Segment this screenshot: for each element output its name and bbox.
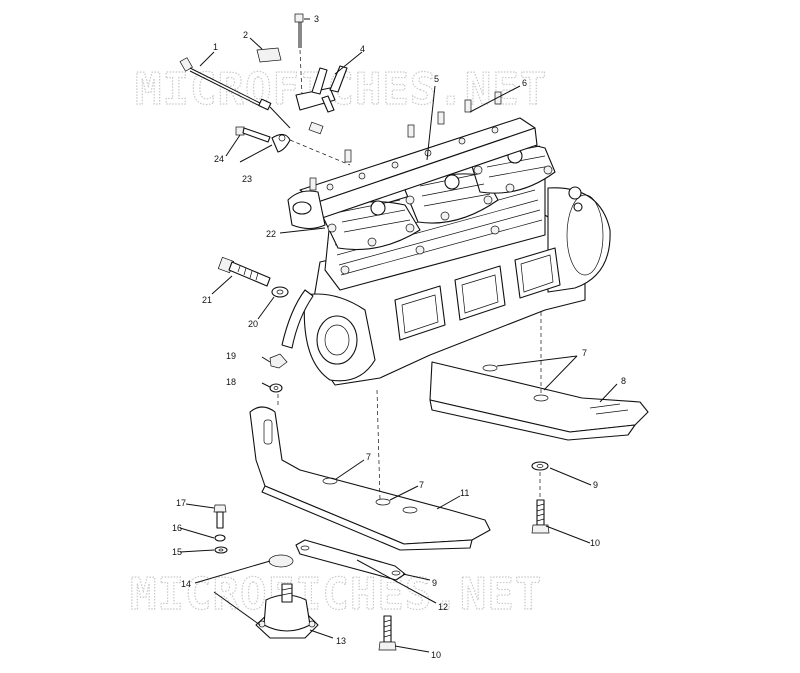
callout-7-left: 7	[366, 452, 371, 462]
callout-14: 14	[181, 579, 191, 589]
bolt-part	[235, 126, 271, 143]
flat-washer	[214, 546, 228, 554]
shim-part	[268, 554, 294, 568]
decal-part	[256, 47, 282, 63]
callout-labels: 1 2 3 4 5 6 7 8 9 10 7 7 11 24 23 22 21 …	[172, 14, 626, 660]
washer-part	[271, 286, 289, 298]
callout-7-center: 7	[419, 480, 424, 490]
small-washer	[269, 383, 283, 393]
mount-bolt-right	[531, 499, 550, 534]
long-screw	[294, 13, 304, 96]
callout-13: 13	[336, 636, 346, 646]
callout-3: 3	[314, 14, 319, 24]
screw-part	[213, 504, 227, 529]
callout-24: 24	[214, 154, 224, 164]
callout-17: 17	[176, 498, 186, 508]
rubber-mount	[255, 583, 319, 639]
callout-9-bottom: 9	[432, 578, 437, 588]
callout-6: 6	[522, 78, 527, 88]
callout-15: 15	[172, 547, 182, 557]
leader-lines	[179, 18, 618, 653]
callout-1: 1	[213, 42, 218, 52]
callout-21: 21	[202, 295, 212, 305]
cable-clip	[271, 121, 351, 166]
watermark-bottom: MICROFICHES.NET	[130, 569, 542, 620]
left-engine-mount	[249, 406, 491, 551]
nut-part	[269, 353, 288, 369]
callout-22: 22	[266, 229, 276, 239]
callout-10-bottom: 10	[431, 650, 441, 660]
cable-bracket	[295, 65, 348, 113]
stud-bolt	[217, 256, 271, 287]
callout-23: 23	[242, 174, 252, 184]
callout-11: 11	[460, 488, 469, 498]
callout-8: 8	[621, 376, 626, 386]
callout-10-right: 10	[590, 538, 600, 548]
mount-washer-right	[531, 461, 549, 471]
right-engine-mount	[429, 361, 649, 441]
callout-2: 2	[243, 30, 248, 40]
callout-20: 20	[248, 319, 258, 329]
callout-5: 5	[434, 74, 439, 84]
callout-19: 19	[226, 351, 236, 361]
callout-7-right: 7	[582, 348, 587, 358]
callout-18: 18	[226, 377, 236, 387]
callout-12: 12	[438, 602, 448, 612]
callout-9-right: 9	[593, 480, 598, 490]
mount-bolt-bottom	[378, 615, 397, 651]
engine-assembly	[281, 91, 611, 386]
throttle-cable	[179, 57, 291, 129]
lock-washer	[214, 534, 226, 542]
callout-4: 4	[360, 44, 365, 54]
callout-16: 16	[172, 523, 182, 533]
